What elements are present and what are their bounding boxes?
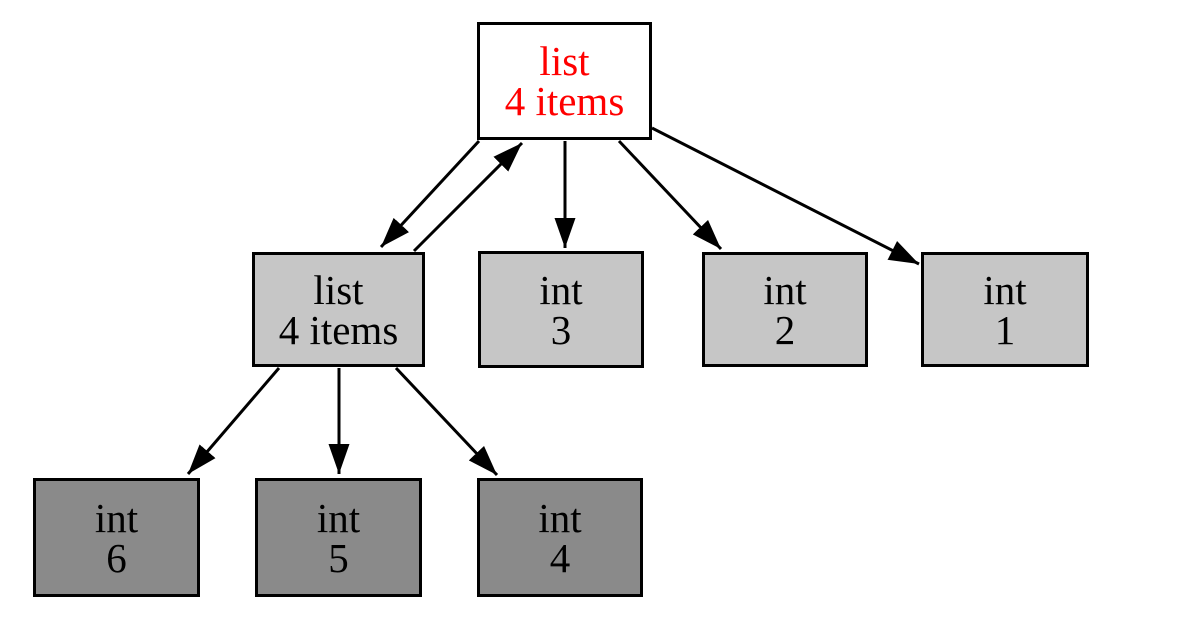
node-type-label: int bbox=[763, 266, 807, 313]
node-value-label: 3 bbox=[550, 306, 572, 353]
node-value-label: 4 items bbox=[278, 306, 399, 353]
edge-list-inner-to-int-4 bbox=[394, 366, 499, 477]
node-type-label: list bbox=[313, 266, 364, 313]
node-type-label: int bbox=[983, 266, 1027, 313]
node-value-label: 4 bbox=[549, 534, 571, 581]
node-type-label: int bbox=[316, 494, 361, 541]
edge-list-outer-to-int-1 bbox=[651, 126, 920, 266]
edge-list-inner-to-list-outer bbox=[412, 141, 524, 253]
node-value-label: 1 bbox=[994, 306, 1016, 353]
node-type-label: int bbox=[538, 494, 582, 541]
node-value-label: 2 bbox=[774, 306, 796, 353]
node-value-label: 6 bbox=[106, 534, 127, 581]
edge-list-outer-to-int-2 bbox=[617, 139, 723, 251]
node-type-label: int bbox=[539, 266, 583, 313]
edge-list-inner-to-int-6 bbox=[186, 367, 281, 475]
node-type-label: list bbox=[539, 38, 590, 84]
node-type-label: int bbox=[94, 494, 139, 541]
edge-list-outer-to-list-inner bbox=[379, 139, 481, 249]
node-value-label: 5 bbox=[328, 534, 349, 581]
node-value-label: 4 items bbox=[504, 78, 625, 124]
